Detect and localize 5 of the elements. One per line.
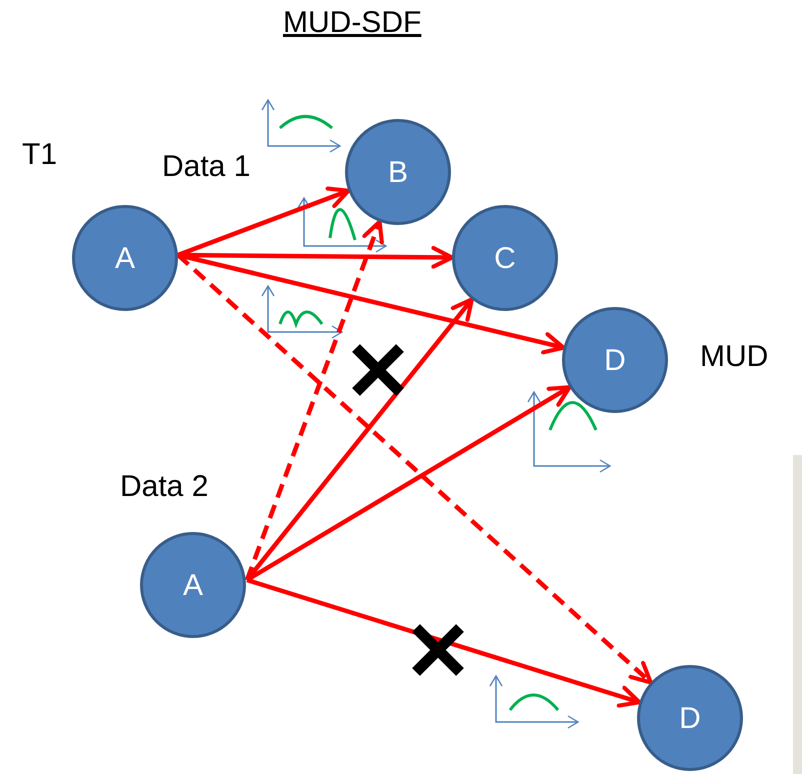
- diagram-title: MUD-SDF: [283, 8, 422, 38]
- text-label: Data 1: [162, 152, 250, 182]
- text-label: MUD: [700, 342, 768, 372]
- text-label: Data 2: [120, 472, 208, 502]
- text-label: T1: [22, 140, 58, 170]
